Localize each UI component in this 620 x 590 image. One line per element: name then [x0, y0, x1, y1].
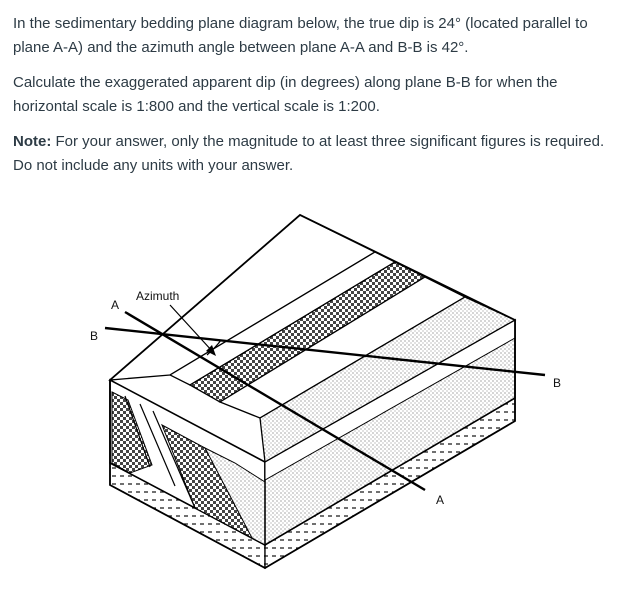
question-paragraph-1: In the sedimentary bedding plane diagram… — [13, 15, 588, 56]
question-paragraph-2: Calculate the exaggerated apparent dip (… — [13, 74, 558, 115]
question-text: In the sedimentary bedding plane diagram… — [13, 12, 613, 189]
azimuth-pointer-line — [169, 304, 214, 353]
note-text: For your answer, only the magnitude to a… — [13, 133, 605, 174]
section-line-b — [104, 326, 546, 377]
front-bed-line-1 — [124, 395, 151, 468]
label-a-end: A — [436, 493, 444, 507]
front-bed-line-3 — [152, 410, 196, 509]
azimuth-arc — [206, 339, 222, 356]
question-note: Note: For your answer, only the magnitud… — [13, 130, 613, 178]
front-bed-line-2 — [139, 403, 176, 487]
note-label: Note: — [13, 133, 52, 150]
label-azimuth: Azimuth — [136, 289, 179, 303]
label-b-end: B — [553, 376, 561, 390]
label-a-start: A — [111, 298, 119, 312]
block-outline — [109, 213, 516, 570]
label-b-start: B — [90, 329, 98, 343]
section-line-a — [124, 310, 426, 492]
